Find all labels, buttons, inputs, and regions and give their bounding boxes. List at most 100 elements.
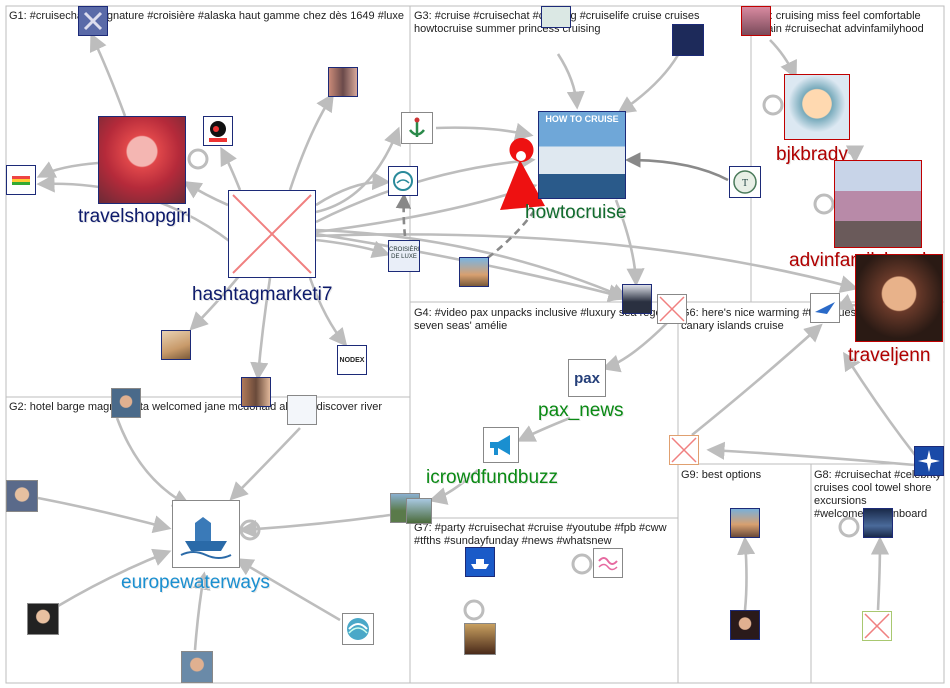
- avatar-man-g2-3[interactable]: [181, 651, 213, 683]
- self-loop: [838, 516, 860, 538]
- avatar-white-g2[interactable]: [287, 395, 317, 425]
- edge: [315, 126, 402, 214]
- avatar-boat-photo[interactable]: [459, 257, 489, 287]
- edge: [234, 558, 341, 622]
- avatar-blue-cross[interactable]: [914, 446, 944, 476]
- flag-icon: [12, 176, 30, 185]
- avatar-nodex[interactable]: NODEX: [337, 345, 367, 375]
- avatar-ship-blue[interactable]: [465, 547, 495, 577]
- avatar-beach[interactable]: [161, 330, 191, 360]
- broken-image-icon: [659, 296, 685, 322]
- croisiere-text: CROISIÈRE DE LUXE: [389, 247, 420, 260]
- edges: [36, 32, 917, 651]
- avatar-icrowdfundbuzz[interactable]: [483, 427, 519, 463]
- edge: [870, 536, 890, 611]
- label-howtocruise: howtocruise: [525, 202, 627, 223]
- svg-text:T: T: [742, 178, 748, 189]
- avatar-bjkbrady[interactable]: [784, 74, 850, 140]
- compass-icon: [918, 450, 940, 472]
- group-title-g1: G1: #cruisechat seagnature #croisière #a…: [9, 10, 405, 22]
- avatar-colorful[interactable]: [6, 165, 36, 195]
- edge: [435, 122, 534, 141]
- avatar-family-small[interactable]: [741, 6, 771, 36]
- anchor-icon: [409, 117, 425, 137]
- avatar-broken-g8[interactable]: [862, 611, 892, 641]
- frame-outer: [5, 5, 945, 684]
- edge: [691, 323, 823, 437]
- broken-image-icon: [864, 613, 890, 639]
- location-pin-hole: [516, 151, 526, 161]
- avatar-copa[interactable]: [203, 116, 233, 146]
- avatar-ship-g8[interactable]: [863, 508, 893, 538]
- label-bjkbrady: bjkbrady: [776, 144, 848, 165]
- script-logo-icon: [598, 557, 618, 571]
- avatar-travelshopgirl[interactable]: [98, 116, 186, 204]
- avatar-plane-logo[interactable]: [810, 293, 840, 323]
- avatar-travel-logo[interactable]: [388, 166, 418, 196]
- edge: [706, 441, 916, 467]
- avatar-man-suit[interactable]: [622, 284, 652, 314]
- avatar-swirl[interactable]: [342, 613, 374, 645]
- avatar-landscape[interactable]: [406, 498, 432, 524]
- self-loop: [463, 599, 485, 621]
- edge: [57, 548, 172, 608]
- avatar-small-g3[interactable]: [541, 6, 571, 28]
- edge: [614, 199, 645, 287]
- broken-image-icon: [671, 437, 697, 463]
- avatar-woman-g9-2[interactable]: [730, 610, 760, 640]
- avatar-woman-g2[interactable]: [6, 480, 38, 512]
- edge: [315, 238, 391, 259]
- avatar-pax-news[interactable]: pax: [568, 359, 606, 397]
- label-traveljenn: traveljenn: [848, 345, 931, 366]
- edge: [192, 571, 211, 651]
- avatar-croisiere-de-luxe[interactable]: CROISIÈRE DE LUXE: [388, 240, 420, 272]
- edge: [189, 274, 241, 331]
- avatar-broken-g6[interactable]: [669, 435, 699, 465]
- edge: [37, 496, 172, 534]
- edge: [556, 53, 585, 110]
- avatar-party[interactable]: [464, 623, 496, 655]
- avatar-hashtagmarketi7[interactable]: [228, 190, 316, 278]
- avatar-europewaterways[interactable]: [172, 500, 240, 568]
- avatar-broken-g4[interactable]: [657, 294, 687, 324]
- avatar-couple-2[interactable]: [241, 377, 271, 407]
- group-title-g8: G8: #cruisechat #celebrity cruises cool …: [814, 469, 941, 520]
- label-europewaterways: europewaterways: [121, 572, 270, 593]
- avatar-traveljenn[interactable]: [855, 254, 943, 342]
- edge: [36, 161, 99, 178]
- edge: [315, 233, 859, 294]
- self-loop: [762, 94, 784, 116]
- edge: [516, 416, 571, 442]
- label-icrowdfundbuzz: icrowdfundbuzz: [426, 467, 559, 488]
- avatar-advinfamilyhood[interactable]: [834, 160, 922, 248]
- x-icon: [83, 11, 103, 31]
- avatar-x-icon[interactable]: [78, 6, 108, 36]
- avatar-woman-g9[interactable]: [730, 508, 760, 538]
- ship-icon: [471, 559, 489, 569]
- avatar-pink-logo[interactable]: [593, 548, 623, 578]
- avatar-man-g2-2[interactable]: [27, 603, 59, 635]
- avatar-man-g2[interactable]: [111, 388, 141, 418]
- edges-dark: [395, 152, 729, 267]
- avatar-round-logo[interactable]: T: [729, 166, 761, 198]
- edge: [315, 228, 630, 301]
- edge: [428, 469, 479, 505]
- avatar-green-logo[interactable]: [401, 112, 433, 144]
- avatar-dark-logo[interactable]: [672, 24, 704, 56]
- self-loop: [187, 148, 209, 170]
- swirl-icon: [347, 618, 369, 640]
- group-title-g2: G2: hotel barge magna carta welcomed jan…: [9, 401, 382, 413]
- plane-icon: [815, 302, 835, 314]
- edge: [89, 32, 127, 117]
- group-title-g4: G4: #video pax unpacks inclusive #luxury…: [414, 307, 671, 332]
- group-title-g5: G5: cruising miss feel comfortable again…: [755, 10, 924, 35]
- edge: [238, 513, 391, 539]
- avatar-howtocruise[interactable]: HOW TO CRUISE: [538, 111, 626, 199]
- self-loops: [187, 94, 860, 621]
- edge: [308, 277, 348, 347]
- howtocruise-thumb-text: HOW TO CRUISE: [545, 114, 619, 124]
- edge: [229, 427, 301, 501]
- avatar-couple[interactable]: [328, 67, 358, 97]
- edge: [624, 152, 729, 182]
